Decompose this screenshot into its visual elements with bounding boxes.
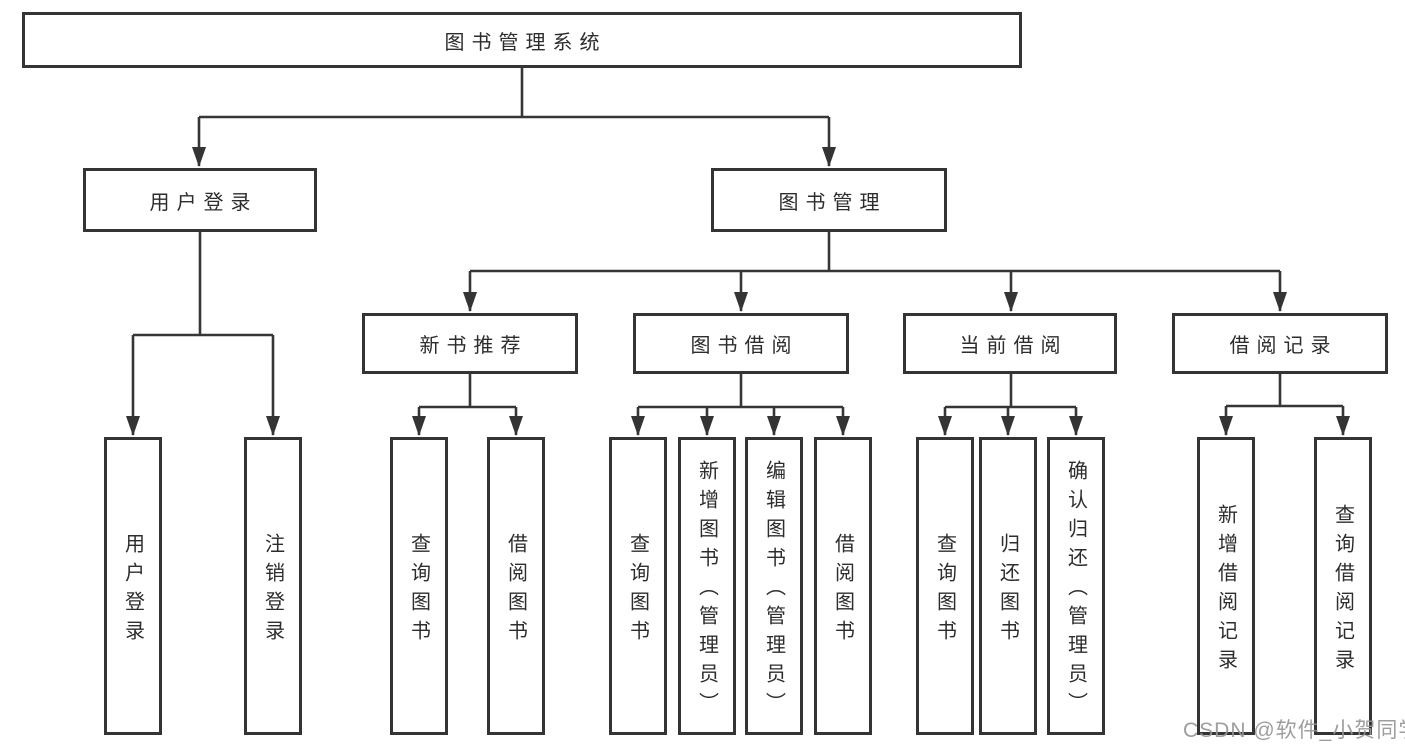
leaf-currentborrow-return-books-label: 归还图书	[996, 532, 1019, 649]
leaf-currentborrow-query-books-label: 查询图书	[933, 532, 956, 649]
leaf-user-login-label: 用户登录	[121, 532, 144, 649]
node-new-book-recommend: 新书推荐	[362, 313, 578, 374]
leaf-records-query-record: 查询借阅记录	[1314, 437, 1372, 735]
leaf-currentborrow-query-books: 查询图书	[916, 437, 974, 735]
leaf-bookborrow-edit-books-admin: 编辑图书（管理员）	[745, 437, 803, 735]
leaf-logout-label: 注销登录	[261, 532, 284, 649]
leaf-user-login: 用户登录	[104, 437, 162, 735]
connector-borrowrecords-to-leaves	[1219, 374, 1350, 436]
leaf-bookborrow-add-books-admin: 新增图书（管理员）	[678, 437, 736, 735]
node-user-login: 用户登录	[83, 168, 317, 232]
connector-userlogin-to-leaves	[126, 232, 280, 436]
leaf-bookborrow-add-books-admin-label: 新增图书（管理员）	[695, 460, 718, 721]
node-book-borrow-label: 图书借阅	[690, 335, 799, 357]
node-library-system-label: 图书管理系统	[444, 31, 607, 54]
connector-currentborrow-to-leaves	[938, 374, 1083, 436]
leaf-bookborrow-query-books: 查询图书	[609, 437, 667, 735]
leaf-newbooks-borrow-books-label: 借阅图书	[504, 532, 527, 649]
leaf-newbooks-query-books: 查询图书	[390, 437, 448, 735]
node-new-book-recommend-label: 新书推荐	[419, 335, 528, 357]
leaf-bookborrow-edit-books-admin-label: 编辑图书（管理员）	[762, 460, 785, 721]
connector-bookborrow-to-leaves	[631, 374, 850, 436]
leaf-bookborrow-query-books-label: 查询图书	[626, 532, 649, 649]
leaf-newbooks-query-books-label: 查询图书	[407, 532, 430, 649]
node-book-borrow: 图书借阅	[633, 313, 849, 374]
leaf-bookborrow-borrow-books-label: 借阅图书	[831, 532, 854, 649]
connector-newbooks-to-leaves	[412, 374, 523, 436]
leaf-currentborrow-confirm-return-admin: 确认归还（管理员）	[1047, 437, 1105, 735]
leaf-newbooks-borrow-books: 借阅图书	[487, 437, 545, 735]
leaf-currentborrow-return-books: 归还图书	[979, 437, 1037, 735]
node-borrow-records-label: 借阅记录	[1229, 335, 1338, 357]
connector-bookmgmt-to-level3	[463, 232, 1287, 312]
csdn-watermark: CSDN @软件_小贺同学	[1183, 719, 1405, 742]
leaf-records-add-record-label: 新增借阅记录	[1214, 503, 1237, 678]
node-user-login-label: 用户登录	[149, 191, 258, 214]
node-book-management-label: 图书管理	[778, 191, 887, 214]
leaf-records-add-record: 新增借阅记录	[1197, 437, 1255, 735]
node-current-borrow-label: 当前借阅	[959, 335, 1068, 357]
leaf-logout: 注销登录	[244, 437, 302, 735]
leaf-currentborrow-confirm-return-admin-label: 确认归还（管理员）	[1064, 460, 1087, 721]
leaf-bookborrow-borrow-books: 借阅图书	[814, 437, 872, 735]
node-library-system: 图书管理系统	[22, 12, 1022, 68]
connector-root-to-level2	[192, 68, 836, 167]
node-book-management: 图书管理	[711, 168, 947, 232]
node-current-borrow: 当前借阅	[903, 313, 1117, 374]
leaf-records-query-record-label: 查询借阅记录	[1331, 503, 1354, 678]
node-borrow-records: 借阅记录	[1172, 313, 1388, 374]
